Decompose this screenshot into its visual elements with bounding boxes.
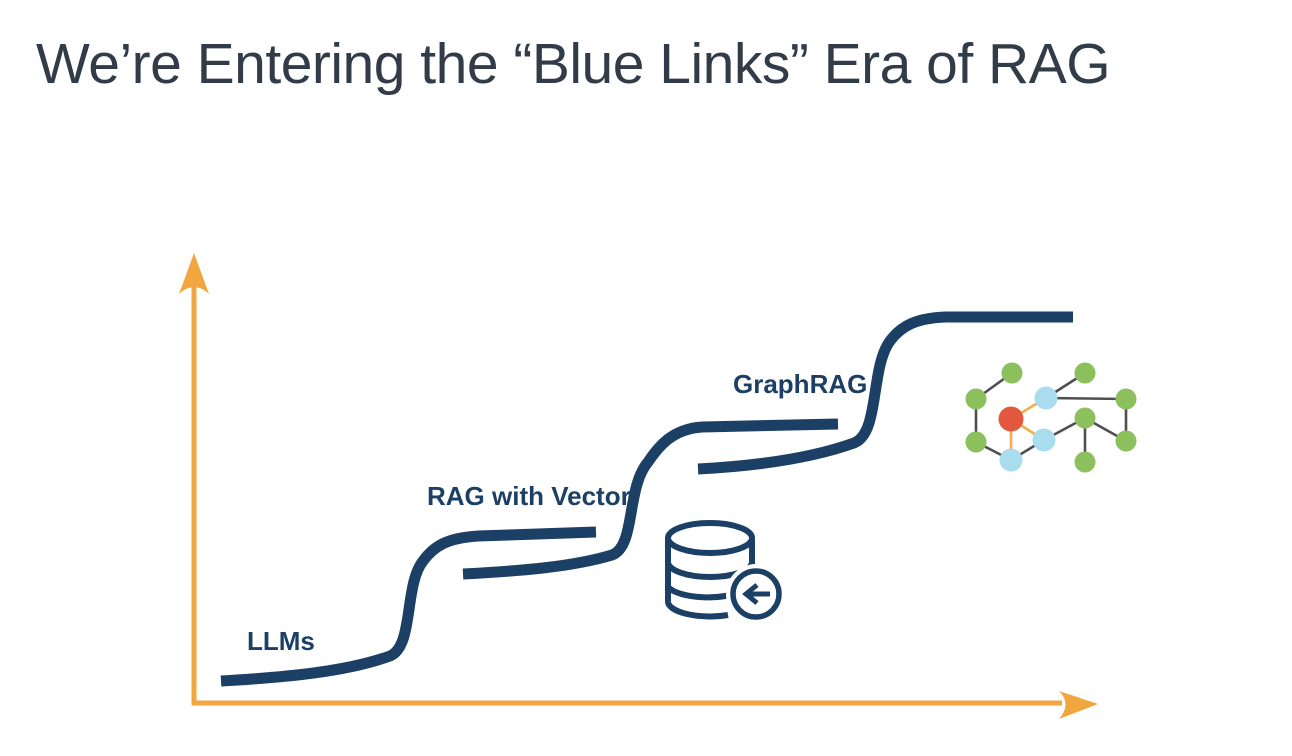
axes <box>179 253 1098 719</box>
graph-node-cyan <box>1032 428 1056 452</box>
growth-curve-step-rag-vector <box>462 418 839 580</box>
left-arrow-head-icon <box>742 583 759 605</box>
growth-curve-step-llms <box>220 526 597 687</box>
graph-node-green <box>1115 430 1137 452</box>
graph-node-red <box>998 406 1024 432</box>
graph-node-green <box>1074 451 1096 473</box>
stage-label-graphrag: GraphRAG <box>733 369 867 399</box>
stage-label-rag-vector: RAG with Vector <box>427 481 631 511</box>
database-top-ellipse <box>665 520 755 556</box>
knowledge-graph-icon <box>965 362 1137 473</box>
stage-label-llms: LLMs <box>247 626 315 656</box>
growth-curves <box>220 311 1073 687</box>
graph-node-green <box>1074 362 1096 384</box>
graph-node-green <box>1001 362 1023 384</box>
graph-node-green <box>965 431 987 453</box>
slide-title: We’re Entering the “Blue Links” Era of R… <box>36 32 1111 96</box>
vector-database-icon <box>665 520 786 624</box>
x-axis-arrowhead-icon <box>1059 691 1098 719</box>
graph-node-green <box>965 388 987 410</box>
graph-node-green <box>1074 407 1096 429</box>
database-bottom-arc <box>665 600 729 620</box>
graph-node-cyan <box>1034 386 1058 410</box>
graph-node-green <box>1115 388 1137 410</box>
y-axis-arrowhead-icon <box>179 253 209 294</box>
graph-node-cyan <box>999 448 1023 472</box>
growth-curve-step-graphrag <box>697 311 1073 475</box>
graph-nodes <box>965 362 1137 473</box>
